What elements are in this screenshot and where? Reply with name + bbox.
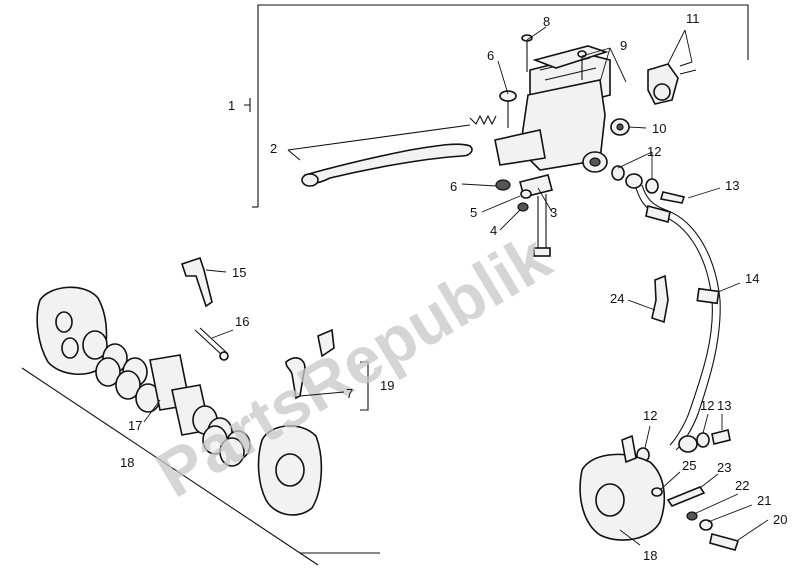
callout-13-upper: 13 [725,178,739,193]
pistons-left[interactable] [82,330,161,413]
callout-24: 24 [610,291,624,306]
cover-screws[interactable] [577,50,587,80]
callout-10: 10 [652,121,666,136]
callout-14: 14 [745,271,759,286]
callout-15: 15 [232,265,246,280]
pivot-bolt[interactable] [499,90,517,128]
callout-23: 23 [717,460,731,475]
callout-13-lower: 13 [717,398,731,413]
callout-16: 16 [235,314,249,329]
callout-20: 20 [773,512,787,527]
master-cylinder[interactable] [494,54,611,173]
rubber-plug[interactable] [610,118,630,136]
callout-1: 1 [228,98,235,113]
callout-18-left: 18 [120,455,134,470]
bracket-group-1 [244,4,749,208]
nut-4[interactable] [517,202,529,212]
callout-9: 9 [620,38,627,53]
callout-18-right: 18 [643,548,657,563]
callout-19: 19 [380,378,394,393]
callout-25: 25 [682,458,696,473]
upper-banjo-fitting[interactable] [625,173,643,189]
leader-lines [143,26,769,546]
washer-5[interactable] [520,189,532,199]
callout-12-lower-right: 12 [700,398,714,413]
return-spring[interactable] [469,114,497,126]
bleed-screw-parts[interactable] [651,486,740,551]
brake-hose[interactable] [635,184,721,451]
pad-spring[interactable] [180,256,213,308]
hose-clip[interactable] [651,274,669,324]
callout-5: 5 [470,205,477,220]
callout-8: 8 [543,14,550,29]
lower-banjo-bolt[interactable] [711,429,731,445]
crossover-pipe[interactable] [285,357,306,400]
callout-6-upper: 6 [487,48,494,63]
caliper-left-inner[interactable] [257,425,323,516]
callout-labels: 1 2 3 4 5 6 6 7 8 9 10 11 12 12 12 13 13… [120,11,787,563]
bracket-group-18 [21,367,380,566]
nut-6[interactable] [495,179,511,191]
callout-3: 3 [550,205,557,220]
watermark: PartsRepublik [144,219,563,511]
cap-screw[interactable] [521,34,533,72]
callout-4: 4 [490,223,497,238]
callout-7: 7 [346,386,353,401]
callout-11: 11 [686,11,700,26]
callout-6-lower: 6 [450,179,457,194]
bracket-group-19 [360,361,369,411]
callout-12-lower-left: 12 [643,408,657,423]
callout-17: 17 [128,418,142,433]
handlebar-clamp[interactable] [647,61,697,105]
callout-21: 21 [757,493,771,508]
callout-12-upper: 12 [647,144,661,159]
brake-lever[interactable] [287,124,473,187]
callout-22: 22 [735,478,749,493]
upper-banjo-bolt[interactable] [659,191,686,204]
pistons-right[interactable] [192,405,251,467]
caliper-right[interactable] [579,434,666,541]
lower-banjo-fitting[interactable] [678,435,698,453]
bleed-valve[interactable] [317,328,335,358]
pad-pins[interactable] [194,327,229,361]
reservoir-cap[interactable] [532,45,609,69]
callout-2: 2 [270,141,277,156]
